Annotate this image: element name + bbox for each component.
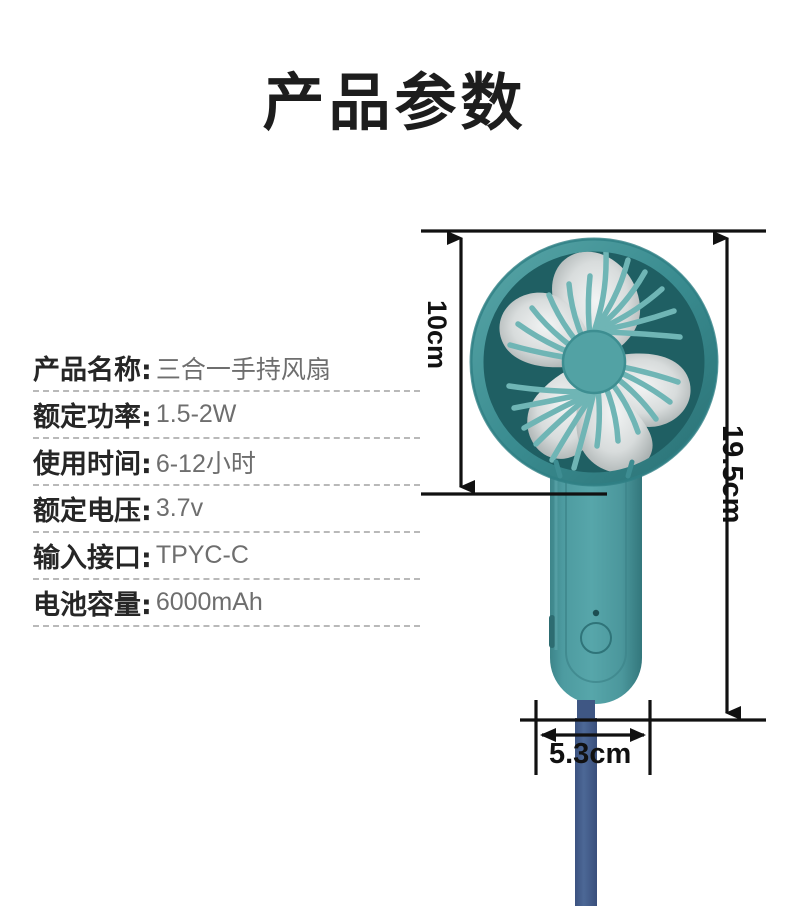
fan-hub [563,331,625,393]
spec-divider [33,578,420,580]
spec-divider [33,531,420,533]
spec-value: 3.7v [155,494,204,522]
dimension-label-width: 5.3cm [549,738,632,770]
spec-value: 1.5-2W [155,400,237,428]
spec-divider [33,625,420,627]
dimension-label-total-height: 19.5cm [716,425,748,524]
fan-guard-ring [470,238,718,486]
spec-divider [33,484,420,486]
led-indicator-icon [592,609,600,617]
fan-grille [506,250,683,471]
spec-label: 输入接口: [33,543,152,574]
fan-head [469,237,719,487]
dimension-label-head-height: 10cm [422,300,452,370]
page-title: 产品参数 [262,66,527,139]
spec-label: 电池容量: [33,590,152,621]
spec-row-rated-voltage: 额定电压: 3.7v [33,486,420,531]
spec-row-usage-time: 使用时间: 6-12小时 [33,439,420,484]
spec-value: 6000mAh [155,588,263,616]
specification-list: 产品名称: 三合一手持风扇 额定功率: 1.5-2W 使用时间: 6-12小时 … [33,345,420,627]
fan-blades [482,250,706,474]
spec-row-product-name: 产品名称: 三合一手持风扇 [33,345,420,390]
spec-label: 产品名称: [33,355,152,386]
spec-row-battery-capacity: 电池容量: 6000mAh [33,580,420,625]
spec-divider [33,437,420,439]
spec-label: 使用时间: [33,449,152,480]
spec-label: 额定功率: [33,402,152,433]
spec-row-rated-power: 额定功率: 1.5-2W [33,392,420,437]
power-button[interactable] [580,622,612,654]
spec-label: 额定电压: [33,496,152,527]
spec-row-input-port: 输入接口: TPYC-C [33,533,420,578]
fan-handle [549,420,642,722]
spec-value: 三合一手持风扇 [155,355,331,384]
spec-divider [33,390,420,392]
spec-value: TPYC-C [155,541,249,569]
spec-value: 6-12小时 [155,449,256,478]
